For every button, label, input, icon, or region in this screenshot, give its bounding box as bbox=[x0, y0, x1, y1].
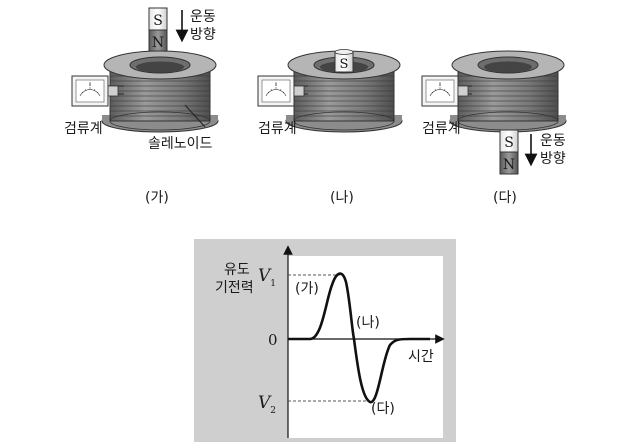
magnet-s-pole: S bbox=[153, 13, 163, 29]
galvanometer-label: 검류계 bbox=[258, 121, 297, 137]
solenoid-leader-line bbox=[184, 104, 206, 128]
y-axis-label-2: 기전력 bbox=[215, 280, 254, 296]
motion-label-2: 방향 bbox=[540, 151, 566, 167]
motion-label-1: 운동 bbox=[190, 9, 216, 25]
y-axis-label-1: 유도 bbox=[224, 262, 250, 278]
panel-label-da: (다) bbox=[493, 190, 517, 206]
peak-label-ga: (가) bbox=[295, 281, 319, 297]
solenoid-label: 솔레노이드 bbox=[148, 136, 213, 152]
x-axis-label: 시간 bbox=[408, 349, 434, 365]
magnet-n-pole: N bbox=[503, 157, 515, 173]
graph-plot-area bbox=[288, 256, 443, 438]
motion-label-2: 방향 bbox=[190, 27, 216, 43]
galvanometer-label: 검류계 bbox=[422, 121, 461, 137]
magnet-da: S N bbox=[499, 129, 519, 175]
magnet-n-pole: N bbox=[152, 35, 164, 51]
panel-label-ga: (가) bbox=[145, 190, 169, 206]
v1-label: V1 bbox=[258, 266, 276, 289]
magnet-s-pole: S bbox=[504, 135, 514, 151]
peak-label-da: (다) bbox=[371, 401, 395, 417]
panel-da: 검류계 S N 운동 방향 (다) bbox=[421, 50, 567, 206]
zero-label: 0 bbox=[268, 331, 278, 349]
motion-label-1: 운동 bbox=[540, 133, 566, 149]
magnet-na: S bbox=[334, 49, 354, 73]
panel-ga: S N 운동 방향 검류계 솔레노이드 (가) bbox=[64, 7, 219, 206]
galvanometer-label: 검류계 bbox=[64, 121, 103, 137]
panel-label-na: (나) bbox=[330, 190, 354, 206]
magnet-s-pole: S bbox=[340, 57, 349, 72]
v2-label: V2 bbox=[258, 393, 276, 416]
peak-label-na: (나) bbox=[356, 315, 380, 331]
solenoid-ga bbox=[101, 50, 219, 133]
emf-graph: 유도 기전력 V1 V2 0 (가) (나) (다) 시간 bbox=[194, 239, 456, 442]
panel-na: S 검류계 (나) bbox=[257, 49, 403, 206]
magnet-ga: S N bbox=[148, 7, 168, 53]
emf-curve bbox=[288, 272, 430, 404]
